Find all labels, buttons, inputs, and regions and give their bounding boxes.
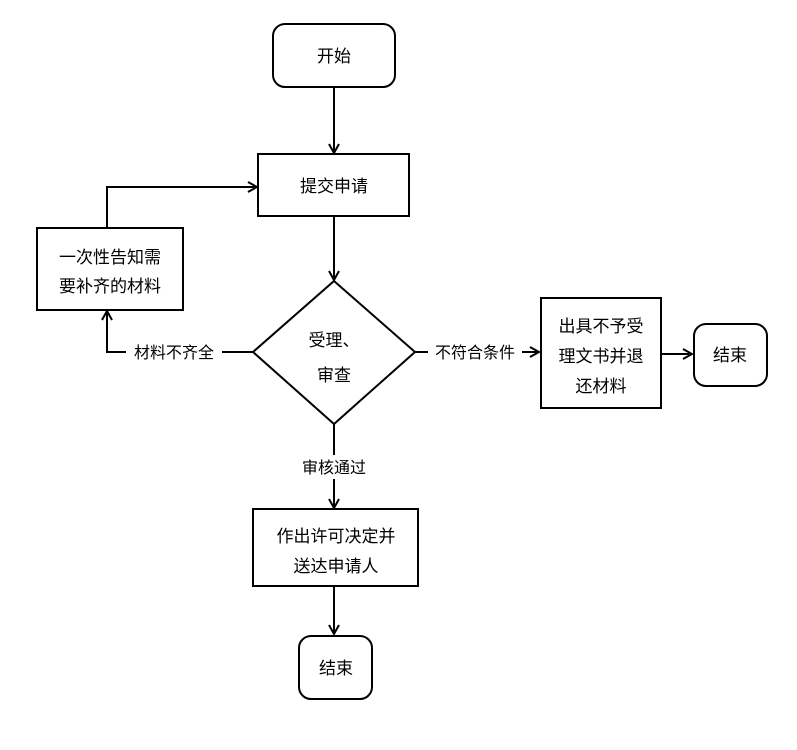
node-end-bottom-label: 结束	[319, 659, 353, 679]
node-end-right: 结束	[693, 323, 768, 387]
node-review-label-line-2: 审查	[317, 366, 351, 386]
edge-label-not-qualified-text: 不符合条件	[435, 343, 515, 362]
edge-label-not-qualified: 不符合条件	[428, 340, 522, 364]
node-notify-label-line-1: 一次性告知需	[59, 248, 161, 268]
node-submit-label: 提交申请	[300, 177, 368, 197]
node-review-label-line-1: 受理、	[309, 331, 360, 351]
node-end-bottom: 结束	[298, 635, 373, 700]
node-reject-label-line-1: 出具不予受	[559, 317, 644, 337]
edge-label-incomplete: 材料不齐全	[126, 340, 222, 364]
edge-label-incomplete-text: 材料不齐全	[134, 343, 214, 362]
edge-label-approved: 审核通过	[296, 455, 372, 479]
node-notify: 一次性告知需 要补齐的材料	[36, 227, 184, 311]
edge-notify-to-submit	[106, 187, 257, 227]
node-decision-label-line-2: 送达申请人	[294, 557, 379, 577]
node-decision-label-line-1: 作出许可决定并	[277, 527, 396, 547]
node-reject-label-line-2: 理文书并退	[559, 347, 644, 367]
edge-label-approved-text: 审核通过	[302, 458, 366, 477]
node-end-right-label: 结束	[713, 346, 747, 366]
node-decision: 作出许可决定并 送达申请人	[252, 508, 419, 587]
node-submit: 提交申请	[257, 153, 410, 217]
node-start: 开始	[272, 23, 396, 88]
node-reject-label-line-3: 还材料	[576, 377, 627, 397]
node-notify-label-line-2: 要补齐的材料	[59, 277, 161, 297]
node-review: 受理、 审查	[251, 279, 417, 426]
node-start-label: 开始	[317, 47, 351, 67]
node-reject: 出具不予受 理文书并退 还材料	[540, 297, 662, 409]
